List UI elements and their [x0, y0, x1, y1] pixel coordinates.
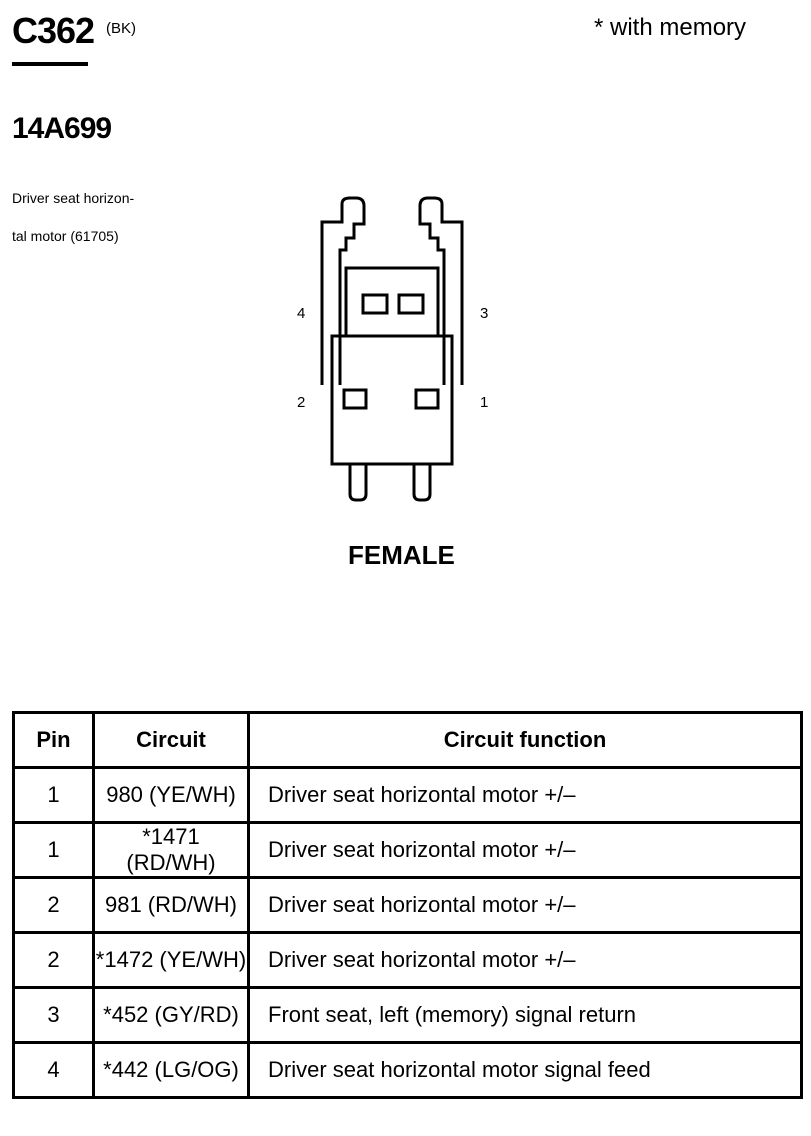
- header-pin: Pin: [12, 711, 95, 769]
- connector-gender: FEMALE: [348, 540, 455, 570]
- circuit-cell: *1472 (YE/WH): [92, 931, 250, 989]
- function-cell: Driver seat horizontal motor +/–: [247, 821, 803, 879]
- memory-note: * with memory: [594, 14, 747, 41]
- connector-id: C362: [12, 10, 95, 51]
- pin-cell: 1: [12, 821, 95, 879]
- pin-cell: 2: [12, 931, 95, 989]
- lower-housing: [330, 334, 454, 466]
- part-number: 14A699: [12, 112, 112, 145]
- pin-label-2: 2: [297, 394, 305, 411]
- function-cell: Front seat, left (memory) signal return: [247, 986, 803, 1044]
- table-row: 4*442 (LG/OG)Driver seat horizontal moto…: [12, 1041, 803, 1099]
- pin-label-1: 1: [480, 394, 488, 411]
- function-cell: Driver seat horizontal motor +/–: [247, 931, 803, 989]
- terminal-tail-right: [412, 464, 432, 502]
- left-latch: [320, 196, 366, 385]
- pin-label-3: 3: [480, 305, 488, 322]
- component-description-line2: tal motor (61705): [12, 228, 119, 244]
- title-underline: [12, 62, 88, 66]
- table-row: 3*452 (GY/RD)Front seat, left (memory) s…: [12, 986, 803, 1044]
- circuit-cell: *452 (GY/RD): [92, 986, 250, 1044]
- pin-cell: 3: [12, 986, 95, 1044]
- circuit-cell: *1471 (RD/WH): [92, 821, 250, 879]
- cavity-pin-3: [397, 293, 425, 315]
- pin-cell: 4: [12, 1041, 95, 1099]
- connector-color-code: (BK): [106, 20, 136, 37]
- pin-cell: 1: [12, 766, 95, 824]
- circuit-cell: 980 (YE/WH): [92, 766, 250, 824]
- cavity-pin-1: [414, 388, 440, 410]
- connector-diagram: 4 3 2 1: [297, 196, 488, 502]
- circuit-cell: 981 (RD/WH): [92, 876, 250, 934]
- table-header-row: Pin Circuit Circuit function: [12, 711, 803, 769]
- header-circuit-function: Circuit function: [247, 711, 803, 769]
- component-description-line1: Driver seat horizon-: [12, 190, 135, 206]
- function-cell: Driver seat horizontal motor +/–: [247, 876, 803, 934]
- table-row: 2*1472 (YE/WH)Driver seat horizontal mot…: [12, 931, 803, 989]
- circuit-cell: *442 (LG/OG): [92, 1041, 250, 1099]
- function-cell: Driver seat horizontal motor signal feed: [247, 1041, 803, 1099]
- header-circuit: Circuit: [92, 711, 250, 769]
- terminal-tail-left: [348, 464, 368, 502]
- pin-label-4: 4: [297, 305, 305, 322]
- right-latch: [418, 196, 464, 385]
- cavity-pin-2: [342, 388, 368, 410]
- function-cell: Driver seat horizontal motor +/–: [247, 766, 803, 824]
- pin-cell: 2: [12, 876, 95, 934]
- table-row: 1*1471 (RD/WH)Driver seat horizontal mot…: [12, 821, 803, 879]
- cavity-pin-4: [361, 293, 389, 315]
